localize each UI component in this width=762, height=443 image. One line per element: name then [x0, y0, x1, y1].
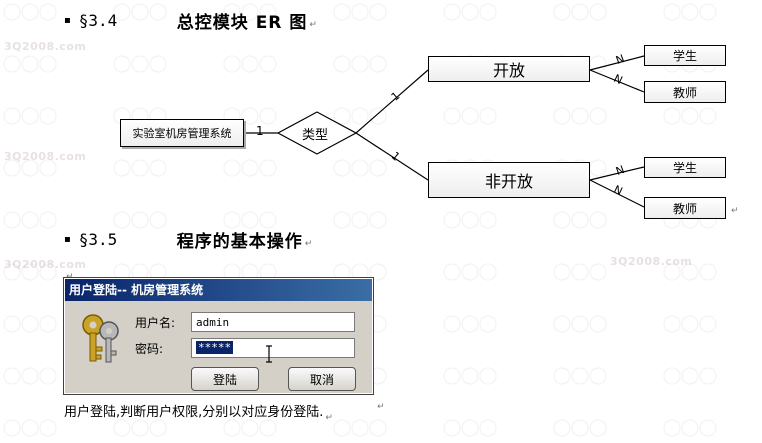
- section-number: §3.4: [78, 11, 118, 30]
- entity-teacher: 教师: [644, 197, 726, 219]
- paragraph-mark: ↵: [66, 272, 74, 282]
- entity-student: 学生: [644, 157, 726, 178]
- bullet: ▪: [64, 15, 71, 26]
- login-button[interactable]: 登陆: [191, 367, 259, 391]
- section-heading-3-5: ▪ §3.5 程序的基本操作 ↵: [64, 227, 312, 252]
- dialog-title: 用户登陆-- 机房管理系统: [65, 279, 372, 301]
- password-row: 密码: *****: [135, 338, 355, 358]
- paragraph-mark: ↵: [309, 19, 317, 30]
- keys-icon: [82, 314, 119, 363]
- username-row: 用户名:: [135, 312, 355, 332]
- entity-open: 开放: [428, 56, 590, 82]
- entity-teacher: 教师: [644, 81, 726, 103]
- caption: 用户登陆,判断用户权限,分别以对应身份登陆.: [64, 405, 324, 420]
- cardinality-one: 1: [256, 124, 264, 138]
- paragraph-mark: ↵: [377, 402, 385, 412]
- section-title: 总控模块 ER 图: [176, 13, 308, 33]
- entity-student: 学生: [644, 45, 726, 66]
- section-number: §3.5: [78, 230, 118, 249]
- password-label: 密码:: [135, 341, 164, 356]
- paragraph-mark: ↵: [731, 206, 739, 216]
- password-input[interactable]: *****: [191, 338, 355, 358]
- cancel-button[interactable]: 取消: [288, 367, 356, 391]
- section-heading-3-4: ▪ §3.4 总控模块 ER 图 ↵: [64, 8, 317, 33]
- section-title: 程序的基本操作: [176, 232, 303, 252]
- caption-text: 用户登陆,判断用户权限,分别以对应身份登陆.↵: [64, 401, 333, 423]
- login-dialog: 用户登陆-- 机房管理系统 用户名: 密码: ***** 登陆 取消: [63, 277, 374, 395]
- bullet: ▪: [64, 234, 71, 245]
- entity-system: 实验室机房管理系统: [120, 119, 244, 147]
- username-label: 用户名:: [135, 315, 176, 330]
- text-cursor-icon: [266, 345, 272, 363]
- paragraph-mark: ↵: [304, 238, 313, 249]
- relation-label: 类型: [302, 128, 329, 143]
- password-value: *****: [196, 341, 234, 354]
- relation-diamond: [276, 111, 358, 155]
- username-input[interactable]: [191, 312, 355, 332]
- paragraph-mark: ↵: [325, 413, 333, 423]
- entity-closed: 非开放: [428, 162, 590, 198]
